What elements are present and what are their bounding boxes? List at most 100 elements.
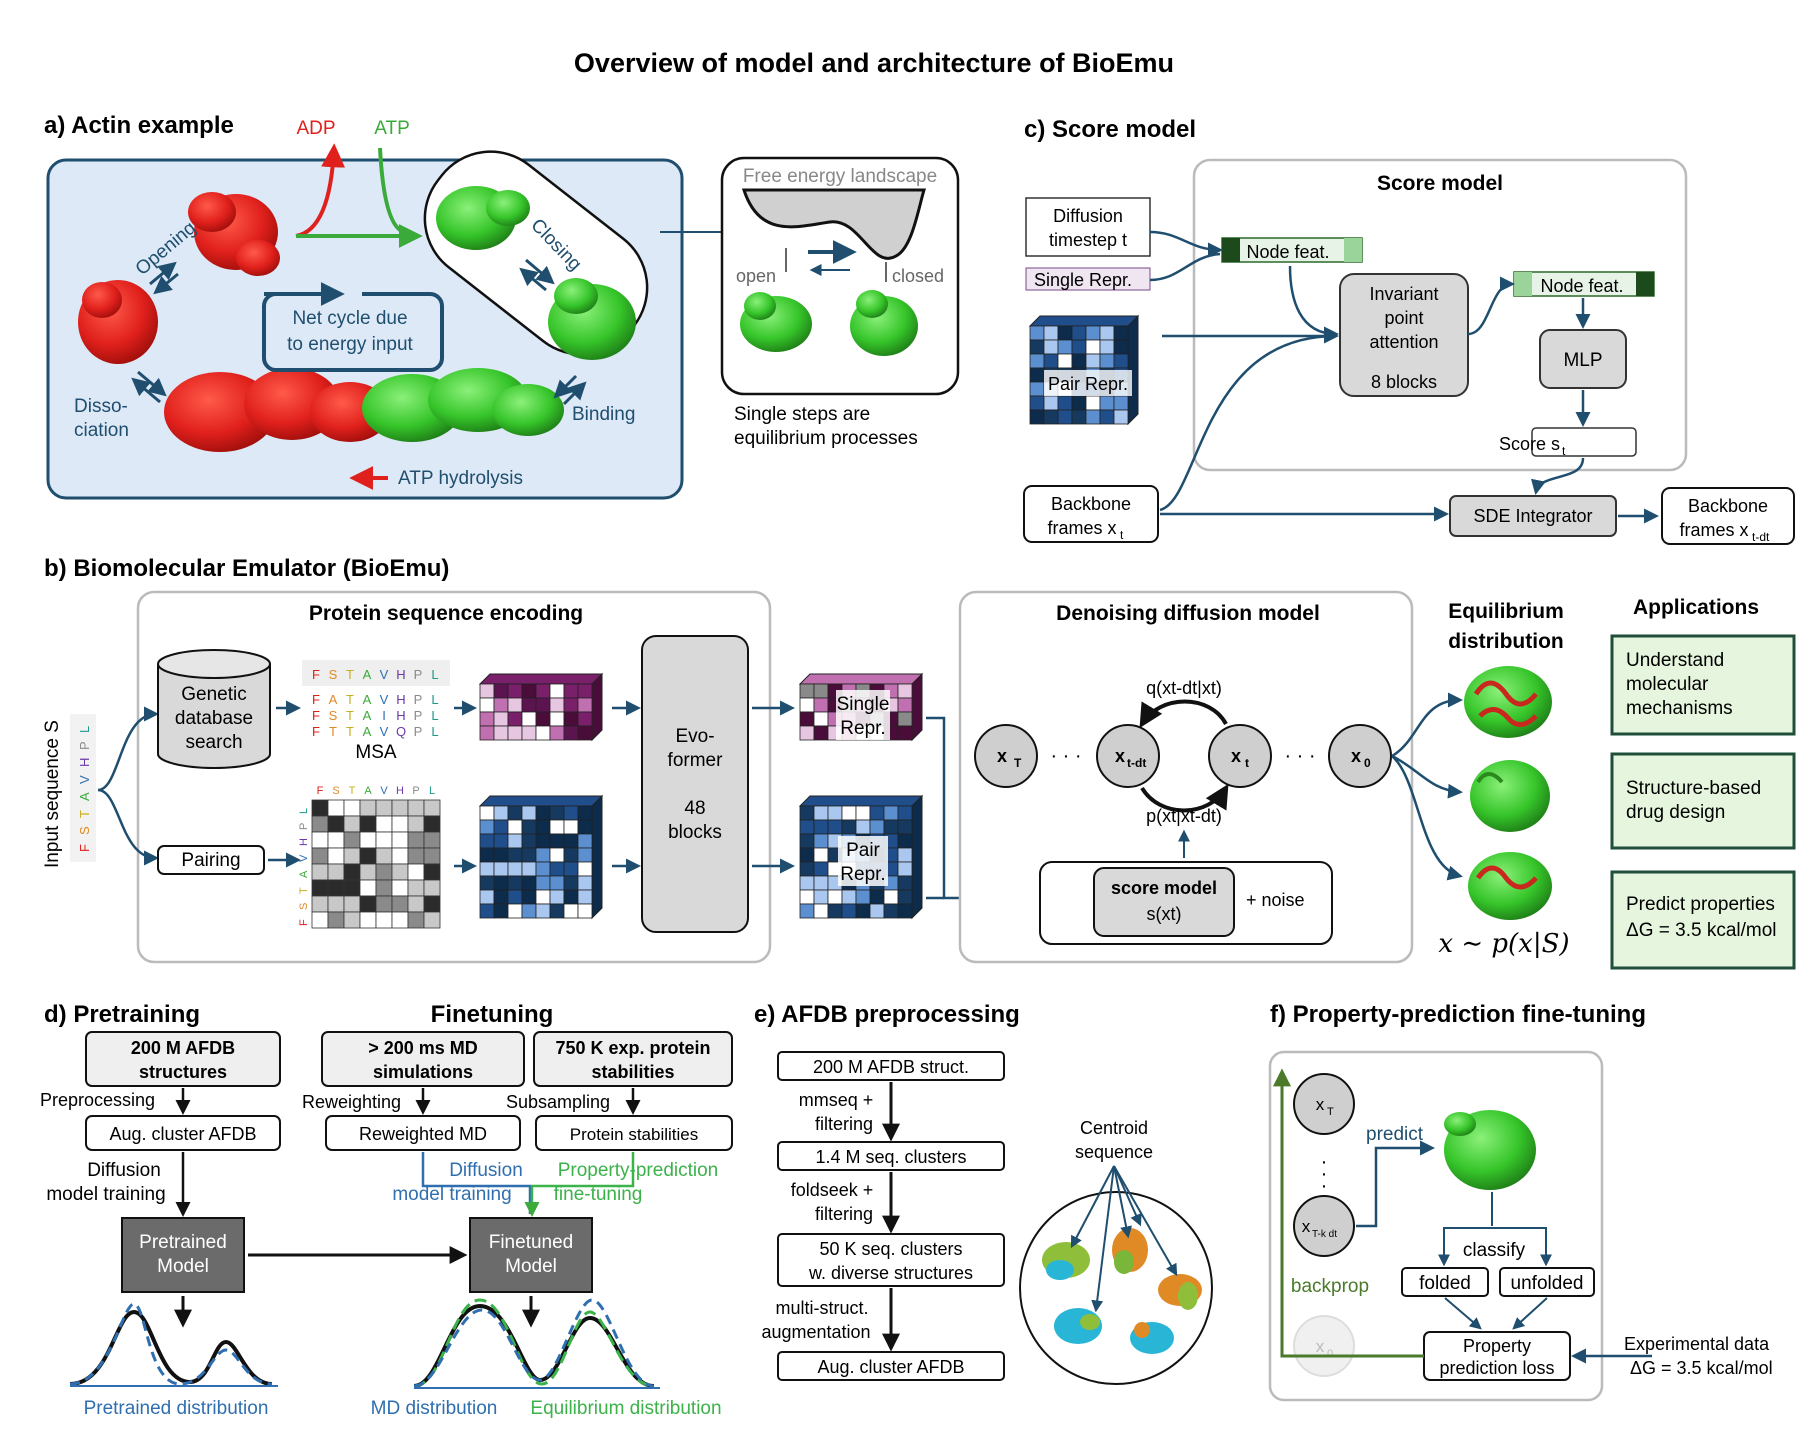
pair-map-cell <box>423 799 441 817</box>
msa-letter: H <box>396 692 405 707</box>
afdb-step-1 <box>777 1051 1005 1081</box>
pair-map-cell <box>343 895 361 913</box>
afdb-op-2b: filtering <box>815 1204 873 1224</box>
backbone-output-sub: t-dt <box>1752 530 1770 544</box>
f-state-x0: x 0 <box>1293 1315 1355 1377</box>
single-repr-label-bg <box>836 690 890 740</box>
single-to-nodefeat <box>1149 252 1221 282</box>
msa-letter: T <box>346 708 354 723</box>
pairout-cube-cell <box>869 903 885 919</box>
pair-map-col-letter: S <box>332 785 339 797</box>
pair-map-cell <box>423 847 441 865</box>
sample-arrow-3 <box>1391 755 1463 881</box>
pair-map-cell <box>391 911 409 929</box>
msa-header-bg <box>302 660 450 686</box>
pairout-cube-cell <box>827 903 843 919</box>
fel-open-structure <box>740 292 812 352</box>
msa-letter: H <box>396 708 405 723</box>
pair-map-cell <box>391 895 409 913</box>
pairout-cube-cell <box>897 889 913 905</box>
net-cycle-text-1: Net cycle due <box>292 308 407 329</box>
reweighted-md-box <box>325 1115 521 1151</box>
pair-cube-cell <box>479 833 495 849</box>
msa-letter: P <box>414 667 423 682</box>
seq-letter: A <box>77 792 92 801</box>
opening-arrow-back <box>153 272 179 295</box>
pair-cube-c-cell <box>1029 381 1045 397</box>
pair-map-cell <box>311 831 329 849</box>
pair-cube-cell <box>521 875 537 891</box>
score-model-box-title: Score model <box>1377 172 1503 195</box>
node-feat-input-label: Node feat. <box>1246 242 1329 262</box>
red-protein-opening <box>188 192 280 276</box>
pair-map-cell <box>327 879 345 897</box>
afdb-step-3 <box>777 1233 1005 1287</box>
evoformer-block <box>641 635 749 933</box>
msa-cube-cell <box>577 683 593 699</box>
pairing-label: Pairing <box>181 850 240 871</box>
pair-map-cell <box>311 799 329 817</box>
pair-map-cell <box>327 863 345 881</box>
backbone-to-ipa <box>1159 334 1337 512</box>
pair-cube-cell <box>563 875 579 891</box>
pair-map-row-letter: T <box>298 887 310 894</box>
msa-letter: A <box>363 692 372 707</box>
single-repr-label: Single Repr. <box>1034 270 1132 290</box>
md-dist-label: MD distribution <box>371 1398 498 1419</box>
fel-title: Free energy landscape <box>743 166 937 187</box>
svg-text:molecular: molecular <box>1626 674 1709 695</box>
svg-text:Predict properties: Predict properties <box>1626 894 1775 915</box>
centroid-label-1: Centroid <box>1080 1118 1148 1138</box>
pair-map-col-letter: P <box>412 785 419 797</box>
pair-map-cell <box>359 831 377 849</box>
pair-cube-c-cell <box>1071 339 1087 355</box>
pairout-cube-cell <box>813 889 829 905</box>
pair-cube-cell <box>577 819 593 835</box>
preprocessing-label: Preprocessing <box>40 1090 155 1110</box>
equilibrium-formula: x ∼ p(x|S) <box>1438 929 1569 959</box>
pair-map-cell <box>423 863 441 881</box>
pair-cube-cell <box>493 805 509 821</box>
exp-data-label-1: Experimental data <box>1624 1334 1770 1354</box>
pairout-cube-cell <box>841 889 857 905</box>
pair-cube-cell <box>521 805 537 821</box>
backprop-label: backprop <box>1291 1276 1369 1297</box>
pair-cube-c-cell <box>1085 339 1101 355</box>
pair-cube-cell <box>493 889 509 905</box>
diffusion-timestep-box <box>1025 197 1151 257</box>
msa-cube-cell <box>577 697 593 713</box>
unfolded-box <box>1499 1267 1595 1297</box>
msa-cube-cell <box>549 683 565 699</box>
pair-map-row-letter: L <box>298 808 310 814</box>
f-dots-2: · <box>1321 1163 1328 1185</box>
pair-cube-c-cell <box>1029 339 1045 355</box>
pairout-cube-cell <box>869 889 885 905</box>
msa-cube-side <box>591 672 603 742</box>
stab-green-path <box>524 1152 635 1217</box>
pair-cube-cell <box>521 833 537 849</box>
pairout-cube-top <box>798 795 924 807</box>
pairout-cube-cell <box>813 903 829 919</box>
state-xT: x T <box>974 724 1038 788</box>
pairout-cube-cell <box>813 847 829 863</box>
pair-map-cell <box>343 879 361 897</box>
svg-text:x: x <box>1231 746 1241 766</box>
pair-map-col-letter: T <box>349 785 356 797</box>
pair-cube-side <box>591 794 603 920</box>
pair-cube-c-cell <box>1071 325 1087 341</box>
pair-cube-c-cell <box>1085 353 1101 369</box>
pairout-cube-cell <box>813 861 829 877</box>
msa-letter: L <box>431 708 438 723</box>
single-cube-top <box>798 673 924 685</box>
svg-text:x: x <box>1302 1217 1311 1236</box>
pair-map-cell <box>375 815 393 833</box>
pair-cube-cell <box>479 875 495 891</box>
pair-cube-cell <box>577 833 593 849</box>
exp-data-label-2: ΔG = 3.5 kcal/mol <box>1630 1358 1773 1378</box>
db-label-3: search <box>185 732 242 753</box>
pairout-cube-cell <box>799 847 815 863</box>
dmt-label-1: Diffusion <box>87 1160 161 1181</box>
pair-map-cell <box>407 799 425 817</box>
state-x0: x 0 <box>1328 724 1392 788</box>
msa-letter: P <box>414 724 423 739</box>
